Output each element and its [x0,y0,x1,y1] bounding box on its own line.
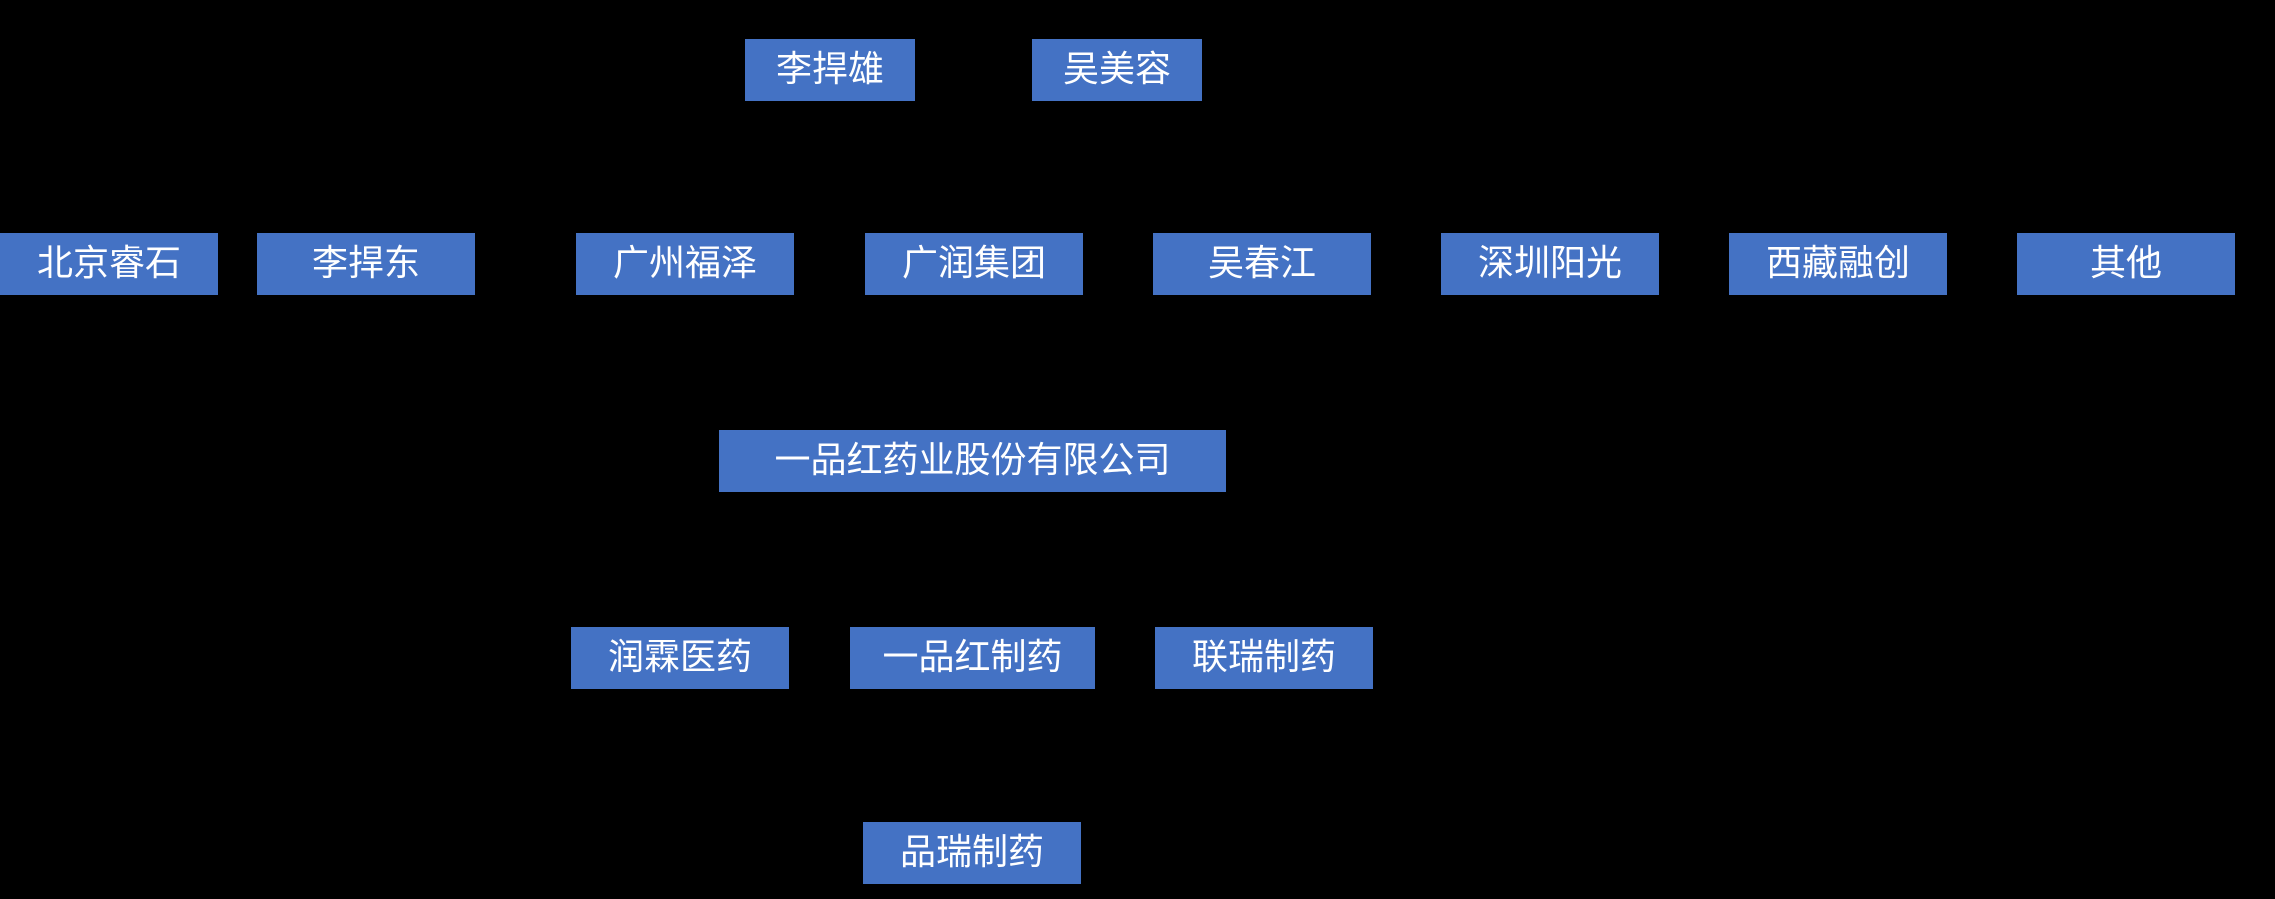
node-wu-meirong: 吴美容 [1032,39,1202,101]
node-wu-chunjiang: 吴春江 [1153,233,1371,295]
node-guangrun-group: 广润集团 [865,233,1083,295]
node-yipinhong-company: 一品红药业股份有限公司 [719,430,1226,492]
node-li-hanxiong: 李捍雄 [745,39,915,101]
node-beijing-ruishi: 北京睿石 [0,233,218,295]
node-lianrui-zhiyao: 联瑞制药 [1155,627,1373,689]
node-li-handong: 李捍东 [257,233,475,295]
node-yipinhong-zhiyao: 一品红制药 [850,627,1095,689]
node-shenzhen-yangguang: 深圳阳光 [1441,233,1659,295]
node-guangzhou-fuze: 广州福泽 [576,233,794,295]
node-xizang-rongchuang: 西藏融创 [1729,233,1947,295]
node-pinrui-zhiyao: 品瑞制药 [863,822,1081,884]
node-qita: 其他 [2017,233,2235,295]
node-runlin-yiyao: 润霖医药 [571,627,789,689]
